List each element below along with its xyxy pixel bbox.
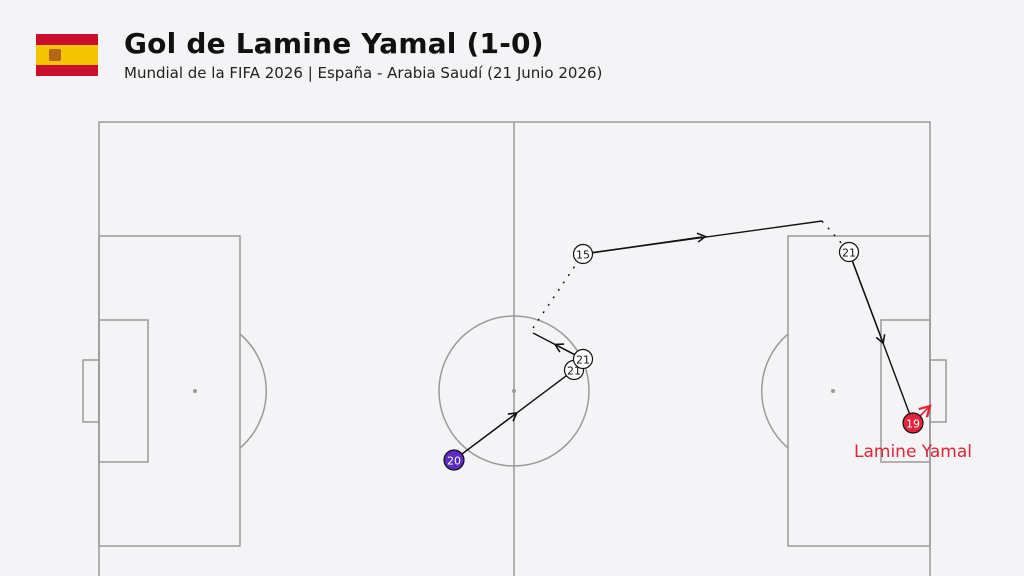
flag-crest-icon xyxy=(49,49,61,61)
flag-stripe-middle xyxy=(36,45,98,65)
pitch-lines xyxy=(82,121,947,576)
right-goal xyxy=(929,359,947,423)
flag-stripe-bottom xyxy=(36,65,98,76)
center-spot xyxy=(512,389,516,393)
left-goal-area xyxy=(98,319,149,463)
pass-arrow-4 xyxy=(848,251,886,345)
player-number: 21 xyxy=(576,354,590,367)
page-subtitle: Mundial de la FIFA 2026 | España - Arabi… xyxy=(124,64,603,82)
player-number: 20 xyxy=(447,455,461,468)
left-goal xyxy=(82,359,100,423)
pass-arrow-1 xyxy=(453,412,518,461)
player-number: 19 xyxy=(906,418,920,431)
player-marker-20: 20 xyxy=(443,449,465,471)
page-title: Gol de Lamine Yamal (1-0) xyxy=(124,27,544,60)
right-penalty-area xyxy=(787,235,931,547)
right-penalty-arc xyxy=(760,333,789,449)
player-marker-21-c: 21 xyxy=(838,241,860,263)
pass-arrow-3 xyxy=(582,232,707,255)
left-penalty-arc xyxy=(239,333,268,449)
player-number: 21 xyxy=(842,247,856,260)
player-marker-15: 15 xyxy=(572,243,594,265)
right-goal-area xyxy=(880,319,931,463)
right-penalty-spot xyxy=(831,389,835,393)
play-sequence xyxy=(453,220,914,461)
center-circle xyxy=(438,315,590,467)
player-marker-21-b: 21 xyxy=(572,348,594,370)
carry-to-15 xyxy=(532,253,584,329)
player-marker-19: 19 xyxy=(902,412,924,434)
spain-flag xyxy=(36,34,98,76)
player-number: 15 xyxy=(576,249,590,262)
player-number: 21 xyxy=(567,365,581,378)
left-penalty-area xyxy=(98,235,241,547)
flag-stripe-top xyxy=(36,34,98,45)
left-penalty-spot xyxy=(193,389,197,393)
scorer-name: Lamine Yamal xyxy=(854,442,972,462)
